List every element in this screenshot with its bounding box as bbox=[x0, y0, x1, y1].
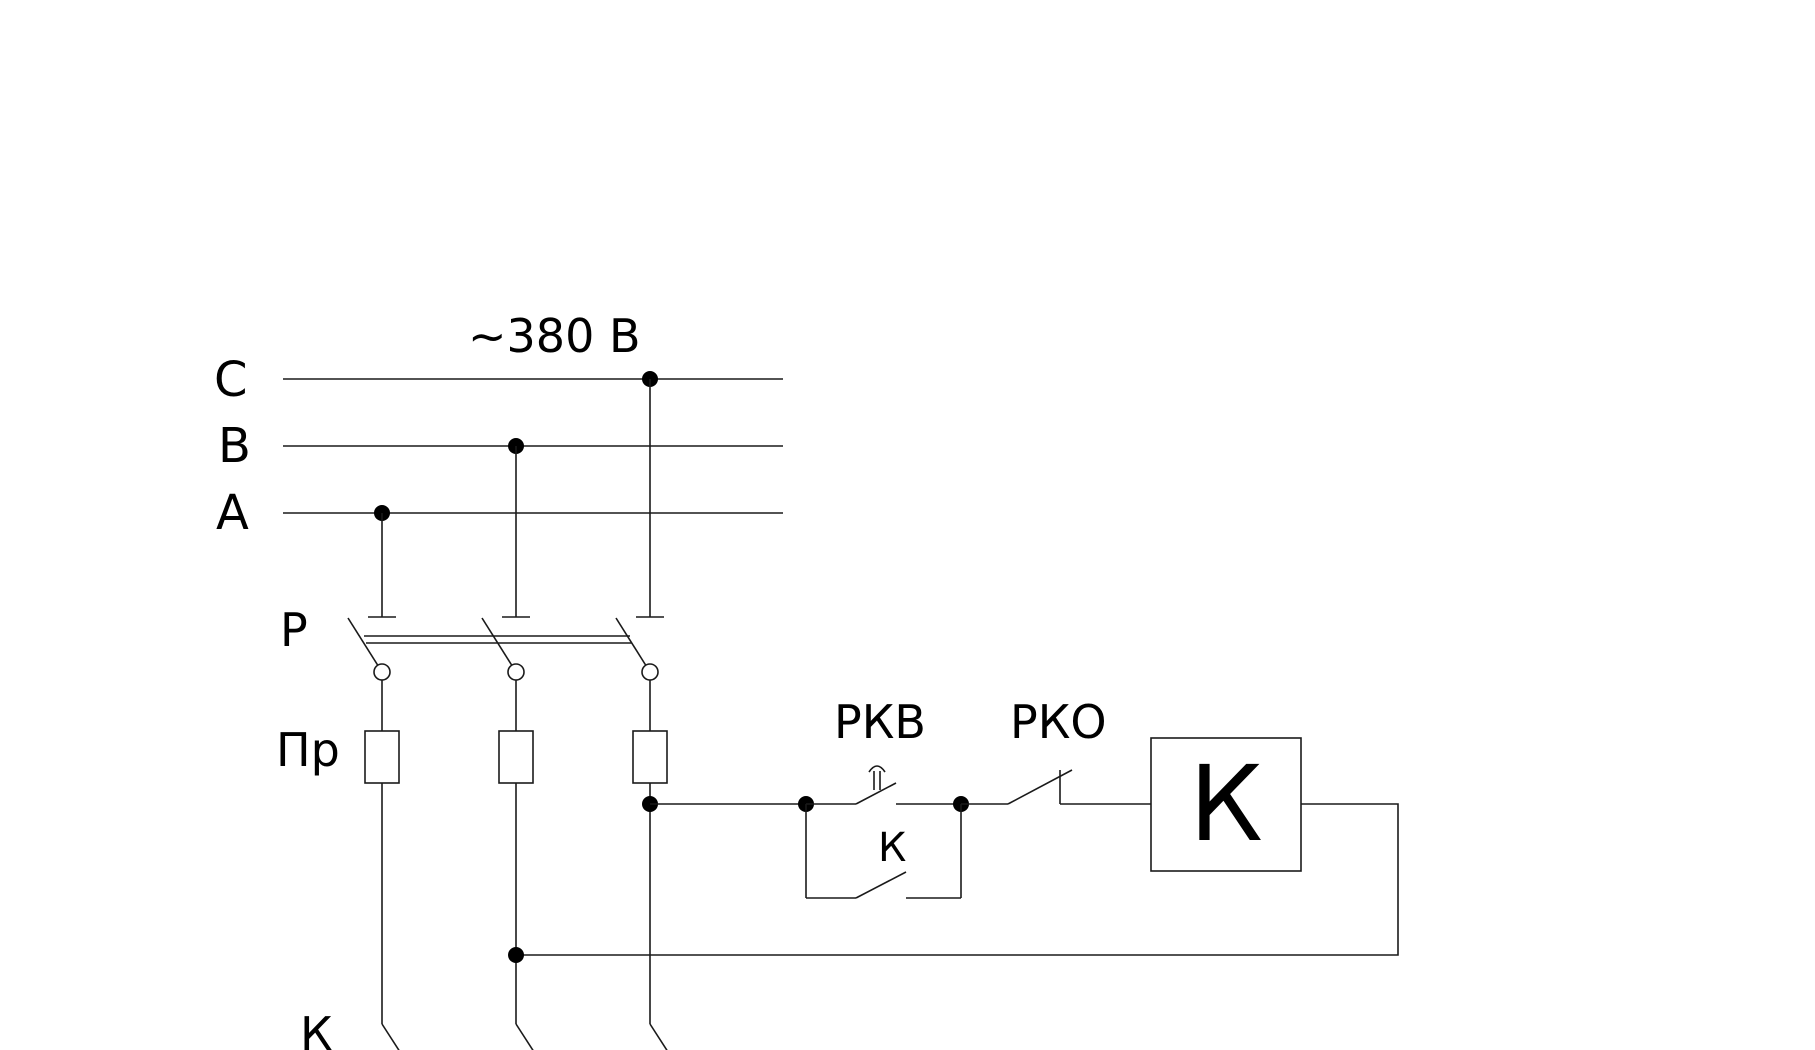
fuse-c bbox=[632, 730, 668, 784]
fuses-label: Пр bbox=[276, 723, 340, 777]
start-contact-blade bbox=[855, 782, 897, 805]
main-contact-blade-b bbox=[515, 1023, 534, 1050]
phase-b-label: В bbox=[218, 418, 251, 474]
switch-terminal-b bbox=[507, 663, 525, 681]
coil-return-wire bbox=[516, 803, 1399, 956]
stop-contact-blade bbox=[1007, 769, 1073, 805]
switch-terminal-c bbox=[641, 663, 659, 681]
supply-voltage-label: ~380 В bbox=[468, 309, 641, 363]
switch-terminal-a bbox=[373, 663, 391, 681]
switch-blade-a bbox=[347, 617, 383, 673]
contactor-coil-label: К bbox=[1189, 743, 1263, 865]
fuse-b bbox=[498, 730, 534, 784]
stop-button-label: РКО bbox=[1010, 695, 1107, 749]
holding-contact-blade bbox=[855, 871, 907, 899]
start-button-cap bbox=[868, 765, 886, 773]
switch-blade-b bbox=[481, 617, 517, 673]
holding-contact-label: К bbox=[878, 825, 906, 871]
switch-label: Р bbox=[280, 603, 308, 657]
phase-c-label: С bbox=[214, 352, 248, 408]
main-contact-blade-c bbox=[649, 1023, 668, 1050]
fuse-a bbox=[364, 730, 400, 784]
return-node-phase-b bbox=[508, 947, 524, 963]
phase-a-label: А bbox=[216, 485, 249, 541]
main-contact-blade-a bbox=[381, 1023, 400, 1050]
main-contactor-label: К bbox=[300, 1007, 333, 1050]
start-button-label: РКВ bbox=[834, 695, 926, 749]
switch-blade-c bbox=[615, 617, 651, 673]
